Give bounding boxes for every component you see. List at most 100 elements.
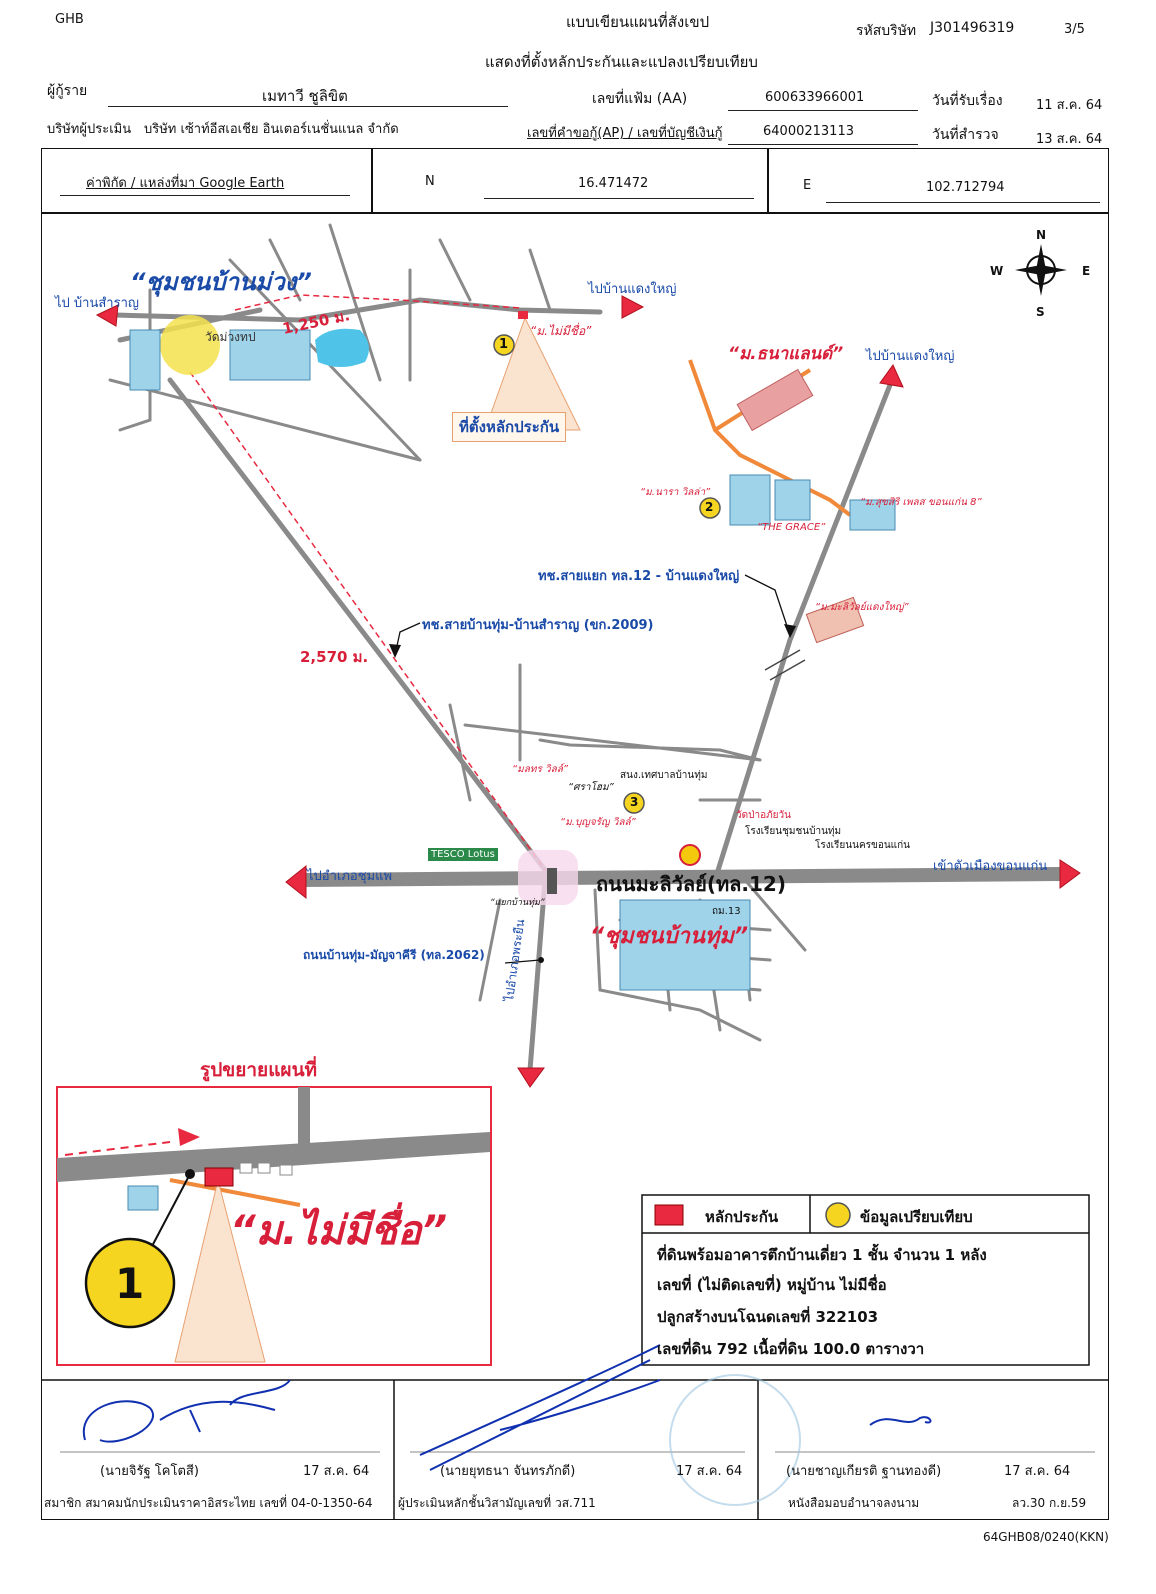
compass-s: S	[1036, 305, 1045, 319]
malivan-block	[805, 596, 865, 644]
page-title: แบบเขียนแผนที่สังเขป	[566, 13, 710, 31]
marker-3: 3	[630, 795, 639, 809]
coords-source: ค่าพิกัด / แหล่งที่มา Google Earth	[86, 176, 285, 191]
signer-3-name: (นายชาญเกียรติ ฐานทองดี)	[786, 1464, 942, 1479]
thanaland-label: “ม.ธนาแลนด์”	[728, 344, 844, 364]
road-2062: ถนนบ้านทุ่ม-มัญจาคีรี (ทล.2062)	[303, 948, 485, 962]
signer-1-date: 17 ส.ค. 64	[303, 1464, 370, 1479]
coord-n-label: N	[425, 174, 435, 189]
signer-3-ref: ลว.30 ก.ย.59	[1012, 1496, 1087, 1510]
signer-2-name: (นายยุทธนา จันทรภักดี)	[440, 1464, 576, 1479]
company-code-label: รหัสบริษัท	[856, 23, 917, 39]
temple-area	[160, 315, 220, 375]
malai-villa: “มลทร วิลล์”	[512, 764, 569, 775]
request-no-label: เลขที่คำขอกู้(AP) / เลขที่บัญชีเงินกู้	[527, 126, 723, 141]
file-no: 600633966001	[765, 90, 865, 105]
company-code: J301496319	[930, 20, 1015, 36]
municipality: สนง.เทศบาลบ้านทุ่ม	[620, 770, 708, 781]
traffic-light	[547, 868, 557, 894]
survey-date: 13 ส.ค. 64	[1036, 132, 1103, 147]
inset-beam	[174, 1179, 266, 1363]
house-clusters	[129, 329, 896, 991]
page-subtitle: แสดงที่ตั้งหลักประกันและแปลงเปรียบเทียบ	[485, 53, 758, 71]
compass-n: N	[1036, 228, 1047, 242]
signer-1-name: (นายจิรัฐ โคโตสี)	[100, 1464, 199, 1479]
footer-code: 64GHB08/0240(KKN)	[983, 1530, 1109, 1544]
legend-comparison-swatch	[825, 1202, 851, 1228]
shell-station	[679, 844, 701, 866]
legend-comparison-label: ข้อมูลเปรียบเทียบ	[860, 1208, 973, 1226]
road-daeng-yai: ทช.สายแยก ทล.12 - บ้านแดงใหญ่	[538, 569, 740, 584]
route-1250	[234, 294, 521, 311]
pointer-road-2062	[504, 959, 541, 964]
signer-2-note: ผู้ประเมินหลักชั้นวิสามัญเลขที่ วส.711	[398, 1496, 596, 1510]
comparison-markers	[493, 334, 721, 814]
file-no-label: เลขที่แฟ้ม (AA)	[592, 91, 688, 107]
community-muang: “ชุมชนบ้านม่วง”	[130, 268, 312, 296]
road-tum-samran: ทช.สายบ้านทุ่ม-บ้านสำราญ (ขก.2009)	[422, 618, 654, 633]
compass-e: E	[1082, 264, 1091, 278]
inset-collateral	[204, 1167, 234, 1187]
signer-3-note: หนังสือมอบอำนาจลงนาม	[788, 1496, 920, 1510]
company-seal	[669, 1374, 801, 1506]
to-khonkaen: เข้าตัวเมืองขอนแก่น	[933, 859, 1048, 874]
signature-1	[82, 1379, 291, 1443]
road-break	[764, 649, 806, 681]
pointer-road-samran	[394, 622, 421, 656]
malivan-daeng-yai: “ม.มะลิวัลย์แดงใหญ่”	[815, 602, 909, 613]
marker-2: 2	[705, 500, 714, 514]
inset-marker	[84, 1237, 176, 1329]
to-chumphae: ไปอำเภอชุมแพ	[307, 869, 393, 884]
direction-arrows	[95, 295, 1081, 1088]
inset-title: รูปขยายแผนที่	[200, 1059, 318, 1081]
signature-2	[419, 1344, 661, 1471]
bank-label: GHB	[55, 12, 84, 27]
moo13: ถม.13	[712, 906, 741, 917]
received-date: 11 ส.ค. 64	[1036, 98, 1103, 113]
coord-n-value: 16.471472	[578, 176, 649, 191]
legend-collateral-swatch	[654, 1204, 684, 1226]
highway-12	[299, 867, 1061, 887]
outer-frame	[41, 148, 1109, 1520]
intersection-label: “แยกบ้านทุ่ม”	[490, 898, 545, 908]
school-1: โรงเรียนชุมชนบ้านทุ่ม	[745, 826, 842, 837]
to-samran: ไป บ้านสำราญ	[55, 296, 139, 311]
page-number: 3/5	[1064, 22, 1085, 37]
received-label: วันที่รับเรื่อง	[932, 93, 1003, 109]
compass-w: W	[990, 264, 1004, 278]
inset-marker-label: 1	[115, 1259, 145, 1308]
survey-label: วันที่สำรวจ	[932, 127, 999, 143]
legend-line-1: ที่ดินพร้อมอาคารตึกบ้านเดี่ยว 1 ชั้น จำน…	[657, 1246, 987, 1264]
route-2570	[189, 371, 546, 871]
request-no: 64000213113	[763, 124, 854, 139]
community-tum: “ชุมชนบ้านทุ่ม”	[590, 924, 749, 949]
sara-home: “ศราโฮม”	[568, 782, 614, 793]
narada-villa: “ม.นารา วิลล่า”	[640, 487, 711, 498]
distance-2570: 2,570 ม.	[300, 648, 369, 666]
borrower-name: เมทาวี ชูลิขิต	[262, 87, 348, 105]
highway-12-label: ถนนมะลิวัลย์(ทล.12)	[596, 872, 786, 896]
collateral-pin	[518, 311, 528, 319]
pond	[315, 328, 369, 367]
signer-1-note: สมาชิก สมาคมนักประเมินราคาอิสระไทย เลขที…	[44, 1496, 373, 1510]
signer-3-date: 17 ส.ค. 64	[1004, 1464, 1071, 1479]
coord-e-value: 102.712794	[926, 180, 1005, 195]
wat-pa: วัดป่าอภัยวัน	[736, 810, 791, 821]
appraiser-company: บริษัท เซ้าท์อีสเอเชีย อินเตอร์เนชั่นแนล…	[144, 122, 399, 137]
tesco-lotus: TESCO Lotus	[428, 848, 498, 861]
bunjaroen-villa: “ม.บุญจรัญ วิลล์”	[560, 817, 636, 828]
compass	[1015, 244, 1067, 296]
inset-village: “ม.ไม่มีชื่อ”	[230, 1208, 448, 1254]
legend-line-3: ปลูกสร้างบนโฉนดเลขที่ 322103	[657, 1308, 879, 1326]
borrower-label: ผู้กู้ราย	[47, 83, 88, 99]
thanaland-houses	[736, 368, 814, 432]
sukhsiri: “ม.สุขสิริ เพลส ขอนแก่น 8”	[860, 497, 982, 508]
no-name-village: “ม.ไม่มีชื่อ”	[530, 324, 592, 338]
to-daeng-yai-2: ไปบ้านแดงใหญ่	[866, 349, 955, 364]
signature-3	[869, 1416, 932, 1426]
signer-2-date: 17 ส.ค. 64	[676, 1464, 743, 1479]
legend-collateral-label: หลักประกัน	[705, 1208, 779, 1226]
temple-label: วัดม่วงทป	[205, 330, 256, 344]
marker-1: 1	[499, 337, 509, 352]
